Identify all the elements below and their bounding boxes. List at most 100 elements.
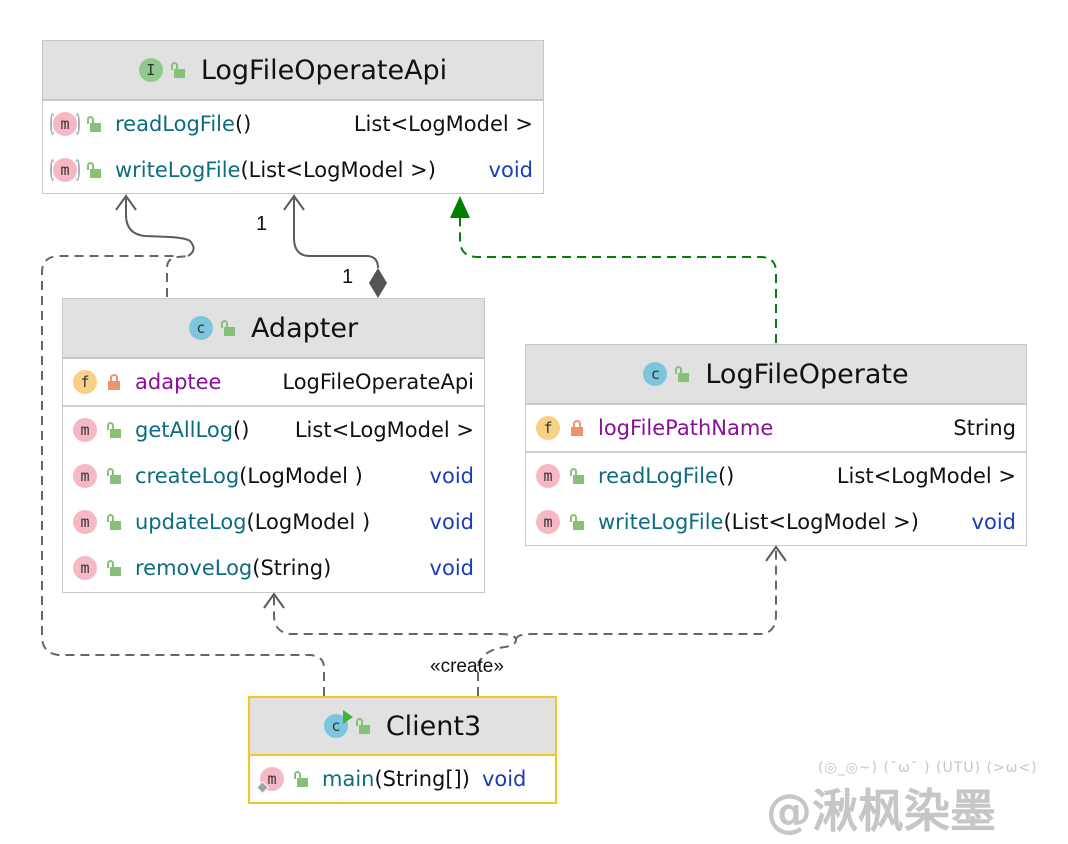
composition-diamond bbox=[369, 268, 387, 298]
fields-section: f logFilePathName String bbox=[526, 405, 1026, 453]
public-lock-icon bbox=[355, 718, 370, 734]
method-params: (LogModel ) bbox=[239, 464, 363, 488]
field-type: LogFileOperateApi bbox=[282, 370, 474, 394]
public-lock-icon bbox=[675, 366, 690, 382]
method-name: main bbox=[322, 767, 375, 791]
method-row[interactable]: m readLogFile () List<LogModel > bbox=[526, 453, 1026, 499]
method-row[interactable]: m readLogFile () List<LogModel > bbox=[43, 101, 543, 147]
public-lock-icon bbox=[570, 468, 584, 484]
method-icon: m bbox=[73, 510, 97, 534]
method-name: getAllLog bbox=[135, 418, 234, 442]
return-type: List<LogModel > bbox=[836, 464, 1016, 488]
method-row[interactable]: m updateLog(LogModel ) void bbox=[63, 499, 484, 545]
method-icon: m bbox=[536, 510, 560, 534]
method-row[interactable]: m writeLogFile(List<LogModel >) void bbox=[43, 147, 543, 193]
adapter-api-arrowhead bbox=[115, 194, 137, 211]
return-type: void bbox=[429, 510, 474, 534]
static-marker-icon bbox=[256, 781, 269, 794]
implements-line bbox=[459, 218, 777, 343]
watermark-author: @湫枫染墨 bbox=[766, 784, 996, 838]
client-adapter-arrowhead bbox=[263, 592, 285, 609]
field-name: logFilePathName bbox=[598, 416, 774, 440]
class-header[interactable]: I LogFileOperateApi bbox=[43, 41, 543, 101]
method-row[interactable]: m removeLog(String) void bbox=[63, 545, 484, 591]
methods-section: m getAllLog() List<LogModel > m createLo… bbox=[63, 407, 484, 591]
class-header[interactable]: c Client3 bbox=[250, 698, 555, 756]
static-method-icon: m bbox=[256, 767, 284, 794]
create-stereotype-label: «create» bbox=[430, 656, 504, 677]
public-lock-icon bbox=[170, 62, 185, 78]
final-field-icon: f bbox=[536, 416, 560, 440]
runnable-class-icon: c bbox=[323, 710, 353, 738]
class-icon: c bbox=[643, 362, 668, 386]
fields-section: f adaptee LogFileOperateApi bbox=[63, 359, 484, 407]
class-box-adapter[interactable]: c Adapter f adaptee LogFileOperateApi m … bbox=[62, 298, 485, 593]
class-header[interactable]: c Adapter bbox=[63, 299, 484, 359]
method-name: readLogFile bbox=[115, 112, 235, 136]
return-type: List<LogModel > bbox=[353, 112, 533, 136]
implements-arrowhead bbox=[450, 196, 470, 218]
abstract-method-icon: m bbox=[50, 112, 80, 136]
method-params: (LogModel ) bbox=[246, 510, 371, 534]
public-lock-icon bbox=[87, 162, 101, 178]
method-icon: m bbox=[73, 464, 97, 488]
adapter-api-line bbox=[125, 196, 195, 257]
adapter-dependency-line-dashed bbox=[166, 255, 189, 297]
method-row[interactable]: m createLog(LogModel ) void bbox=[63, 453, 484, 499]
class-box-logfileoperate[interactable]: c LogFileOperate f logFilePathName Strin… bbox=[525, 344, 1027, 546]
method-params: () bbox=[233, 418, 250, 442]
client-create-line bbox=[273, 596, 518, 696]
watermark-emoticons: (◎_◎~) (˘ω˘ ) (UTU) (>ω<) bbox=[818, 760, 1038, 776]
field-type: String bbox=[953, 416, 1016, 440]
method-params: (String) bbox=[252, 556, 332, 580]
class-name: LogFileOperate bbox=[705, 358, 909, 390]
run-triangle-icon bbox=[342, 710, 353, 724]
method-name: writeLogFile bbox=[598, 510, 724, 534]
method-row[interactable]: m writeLogFile(List<LogModel >) void bbox=[526, 499, 1026, 545]
methods-section: m readLogFile () List<LogModel > m write… bbox=[526, 453, 1026, 545]
methods-section: m readLogFile () List<LogModel > m write… bbox=[43, 101, 543, 193]
field-name: adaptee bbox=[135, 370, 222, 394]
method-name: writeLogFile bbox=[115, 158, 241, 182]
method-params: (String[]) bbox=[374, 767, 470, 791]
method-name: readLogFile bbox=[598, 464, 718, 488]
method-params: (List<LogModel >) bbox=[723, 510, 919, 534]
private-lock-icon bbox=[570, 420, 584, 436]
return-type: void bbox=[488, 158, 533, 182]
public-lock-icon bbox=[294, 771, 308, 787]
public-lock-icon bbox=[107, 514, 121, 530]
class-icon-letter: c bbox=[331, 717, 341, 735]
class-box-logfileoperateapi[interactable]: I LogFileOperateApi m readLogFile () Lis… bbox=[42, 40, 544, 194]
multiplicity-target: 1 bbox=[256, 213, 268, 235]
composition-line bbox=[293, 196, 379, 269]
class-name: Client3 bbox=[385, 710, 482, 742]
private-lock-icon bbox=[107, 374, 121, 390]
public-lock-icon bbox=[107, 560, 121, 576]
method-row[interactable]: m getAllLog() List<LogModel > bbox=[63, 407, 484, 453]
method-row[interactable]: m main(String[]) void bbox=[250, 756, 555, 802]
public-lock-icon bbox=[107, 422, 121, 438]
public-lock-icon bbox=[220, 320, 235, 336]
return-type: void bbox=[971, 510, 1016, 534]
multiplicity-source: 1 bbox=[342, 266, 354, 288]
public-lock-icon bbox=[570, 514, 584, 530]
method-params: () bbox=[234, 112, 252, 136]
field-row[interactable]: f adaptee LogFileOperateApi bbox=[63, 359, 484, 405]
class-box-client3[interactable]: c Client3 m main(String[]) void bbox=[248, 696, 557, 804]
abstract-method-icon: m bbox=[50, 158, 80, 182]
composition-arrowhead bbox=[283, 194, 305, 211]
method-params: (List<LogModel >) bbox=[240, 158, 436, 182]
class-name: LogFileOperateApi bbox=[200, 54, 448, 86]
interface-icon: I bbox=[138, 58, 163, 82]
method-name: removeLog bbox=[135, 556, 253, 580]
field-row[interactable]: f logFilePathName String bbox=[526, 405, 1026, 451]
return-type: void bbox=[429, 464, 474, 488]
client-api-line bbox=[41, 255, 325, 696]
return-type: void bbox=[429, 556, 474, 580]
method-icon: m bbox=[73, 556, 97, 580]
public-lock-icon bbox=[107, 468, 121, 484]
public-lock-icon bbox=[87, 116, 101, 132]
methods-section: m main(String[]) void bbox=[250, 756, 555, 802]
class-header[interactable]: c LogFileOperate bbox=[526, 345, 1026, 405]
